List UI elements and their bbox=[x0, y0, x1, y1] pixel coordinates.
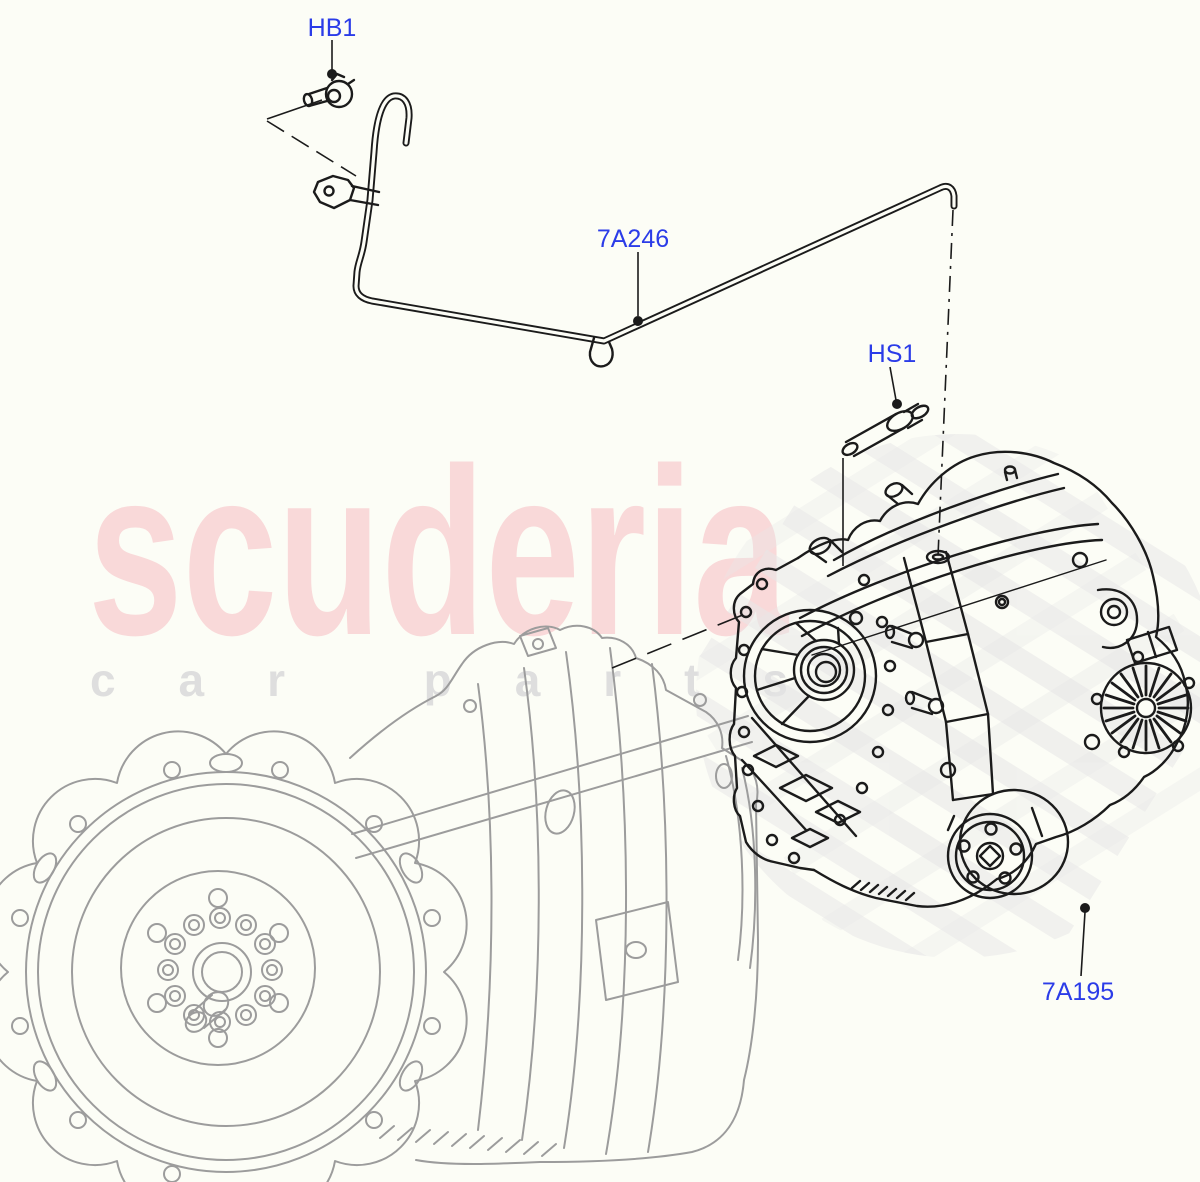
breather-pipe-drawing bbox=[312, 92, 958, 368]
part-label-hs1[interactable]: HS1 bbox=[868, 340, 917, 368]
part-label-7a246[interactable]: 7A246 bbox=[597, 225, 669, 253]
watermark-brand: scuderia bbox=[88, 420, 789, 685]
part-label-7a195[interactable]: 7A195 bbox=[1042, 978, 1114, 1006]
grommet-drawing bbox=[302, 72, 356, 109]
flange-bolt-drawing bbox=[841, 402, 930, 458]
part-labels: HB1 7A246 HS1 7A195 bbox=[308, 14, 1114, 1006]
watermark-tagline: car parts bbox=[90, 654, 788, 706]
transmission-drawing bbox=[0, 624, 759, 1182]
watermark: scuderia car parts bbox=[88, 420, 789, 706]
transfer-case-drawing bbox=[728, 450, 1196, 908]
part-label-hb1[interactable]: HB1 bbox=[308, 14, 357, 42]
leader-lines bbox=[266, 40, 1090, 977]
